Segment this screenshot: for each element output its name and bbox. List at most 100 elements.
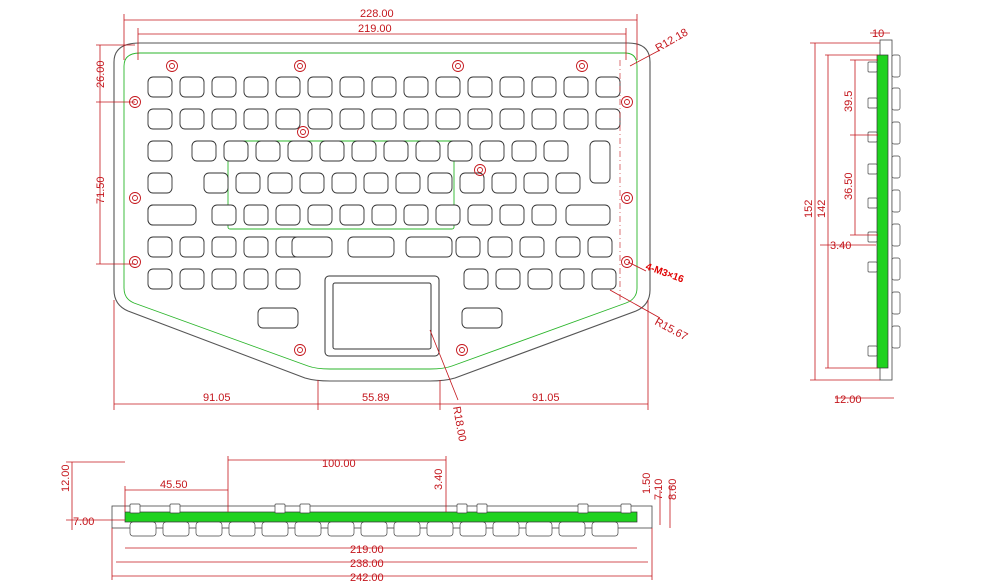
key <box>395 172 421 194</box>
mount-nut <box>576 60 588 72</box>
mount-nut-hole <box>624 195 630 201</box>
key <box>363 172 389 194</box>
key <box>347 236 395 258</box>
side-nut <box>867 197 878 209</box>
mount-nut-hole <box>300 129 306 135</box>
key <box>275 204 301 226</box>
key <box>467 108 493 130</box>
key <box>211 76 237 98</box>
front-keycap <box>294 521 322 537</box>
side-keycap <box>891 223 901 247</box>
key <box>307 108 333 130</box>
key <box>243 268 269 290</box>
dim-front-right-2: 7.10 <box>653 479 665 500</box>
key <box>403 108 429 130</box>
side-green-plate <box>876 54 889 369</box>
dim-front-left-offset: 45.50 <box>160 479 188 491</box>
key <box>211 108 237 130</box>
bottom-right-key <box>461 307 503 329</box>
key <box>319 140 345 162</box>
side-nut <box>867 163 878 175</box>
front-green-plate <box>124 511 638 523</box>
key <box>463 268 489 290</box>
key <box>275 268 301 290</box>
top-view: 228.00 219.00 R12.18 26.00 71.50 4-M3×16… <box>95 8 690 442</box>
front-keycap <box>525 521 553 537</box>
dim-front-right-3: 8.60 <box>667 479 679 500</box>
dim-side-thickness: 10 <box>872 28 884 40</box>
key <box>595 76 621 98</box>
side-keycap <box>891 257 901 281</box>
key <box>223 140 249 162</box>
side-keycaps-group <box>867 54 901 357</box>
dim-side-offset-2: 36.50 <box>843 172 855 200</box>
key <box>595 108 621 130</box>
dim-side-overall-height: 152 <box>803 200 815 218</box>
key <box>235 172 261 194</box>
key <box>267 172 293 194</box>
key <box>523 172 549 194</box>
front-keycap <box>459 521 487 537</box>
side-nut <box>867 345 878 357</box>
key <box>339 108 365 130</box>
key <box>179 76 205 98</box>
front-keycap <box>393 521 421 537</box>
front-nut <box>577 503 589 514</box>
mount-nut <box>129 256 141 268</box>
mount-nut <box>474 164 486 176</box>
key <box>499 108 525 130</box>
key <box>275 108 301 130</box>
front-keycap <box>591 521 619 537</box>
dim-front-width-1: 219.00 <box>350 544 384 556</box>
dim-corner-radius-bottom: R15.67 <box>653 316 690 343</box>
mount-nut <box>621 256 633 268</box>
dim-side-bottom-depth: 12.00 <box>834 394 862 406</box>
mount-nut-hole <box>624 99 630 105</box>
dim-front-width-2: 238.00 <box>350 558 384 570</box>
front-keycap <box>129 521 157 537</box>
mount-nut <box>297 126 309 138</box>
key <box>405 236 453 258</box>
key <box>147 236 173 258</box>
key <box>531 204 557 226</box>
side-keycap <box>891 121 901 145</box>
front-nut <box>476 503 488 514</box>
top-dimension-lines <box>96 14 661 410</box>
front-nut <box>274 503 286 514</box>
side-keycap <box>891 87 901 111</box>
key <box>291 236 333 258</box>
dim-bottom-right-width: 91.05 <box>532 392 560 404</box>
key <box>435 108 461 130</box>
key <box>519 236 545 258</box>
dim-front-height-total: 12.00 <box>60 464 72 492</box>
key <box>243 204 269 226</box>
side-keycap <box>891 54 901 78</box>
mount-nut-hole <box>132 259 138 265</box>
key <box>591 268 617 290</box>
key <box>331 172 357 194</box>
key <box>491 172 517 194</box>
key <box>383 140 409 162</box>
key <box>147 172 173 194</box>
side-keycap <box>891 291 901 315</box>
side-keycap <box>891 325 901 349</box>
front-keycap <box>228 521 256 537</box>
key <box>179 236 205 258</box>
dim-bottom-radius-center: R18.00 <box>450 405 468 442</box>
bottom-left-key <box>257 307 299 329</box>
key <box>147 204 197 226</box>
mount-nut <box>456 344 468 356</box>
side-view: 10 39.5 36.50 152 142 3.40 12.00 <box>803 28 901 406</box>
key <box>495 268 521 290</box>
key <box>467 204 493 226</box>
dim-bottom-center-width: 55.89 <box>362 392 390 404</box>
key <box>243 76 269 98</box>
key <box>147 108 173 130</box>
key <box>243 108 269 130</box>
mount-nut <box>621 96 633 108</box>
key <box>427 172 453 194</box>
key <box>447 140 473 162</box>
dim-left-top-offset: 26.00 <box>95 60 107 88</box>
key <box>307 204 333 226</box>
